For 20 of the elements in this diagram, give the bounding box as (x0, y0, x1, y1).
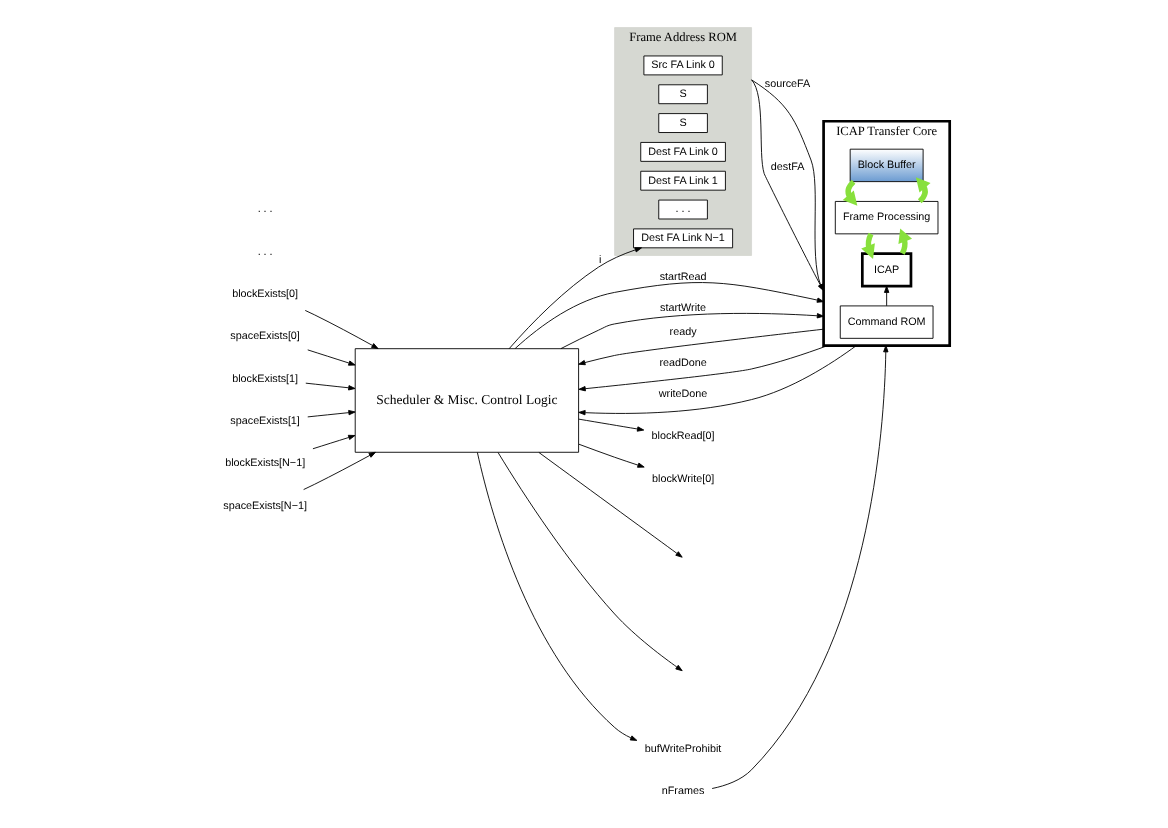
arrow (307, 349, 356, 366)
arrow (538, 452, 683, 558)
arrow (578, 345, 829, 392)
arrow (560, 312, 825, 350)
arrow (508, 247, 642, 350)
arrow (303, 451, 376, 490)
arrow (884, 285, 890, 307)
arrow (578, 443, 645, 468)
arrow (476, 452, 638, 741)
arrow (497, 452, 683, 672)
arrow (578, 345, 857, 416)
arrow (711, 345, 889, 789)
arrow (578, 328, 825, 366)
arrow (304, 310, 379, 350)
arrow (307, 410, 356, 418)
arrow (514, 282, 825, 349)
arrow (578, 418, 645, 432)
arrow (751, 79, 825, 292)
arrow (305, 382, 356, 391)
arrow (312, 434, 356, 450)
